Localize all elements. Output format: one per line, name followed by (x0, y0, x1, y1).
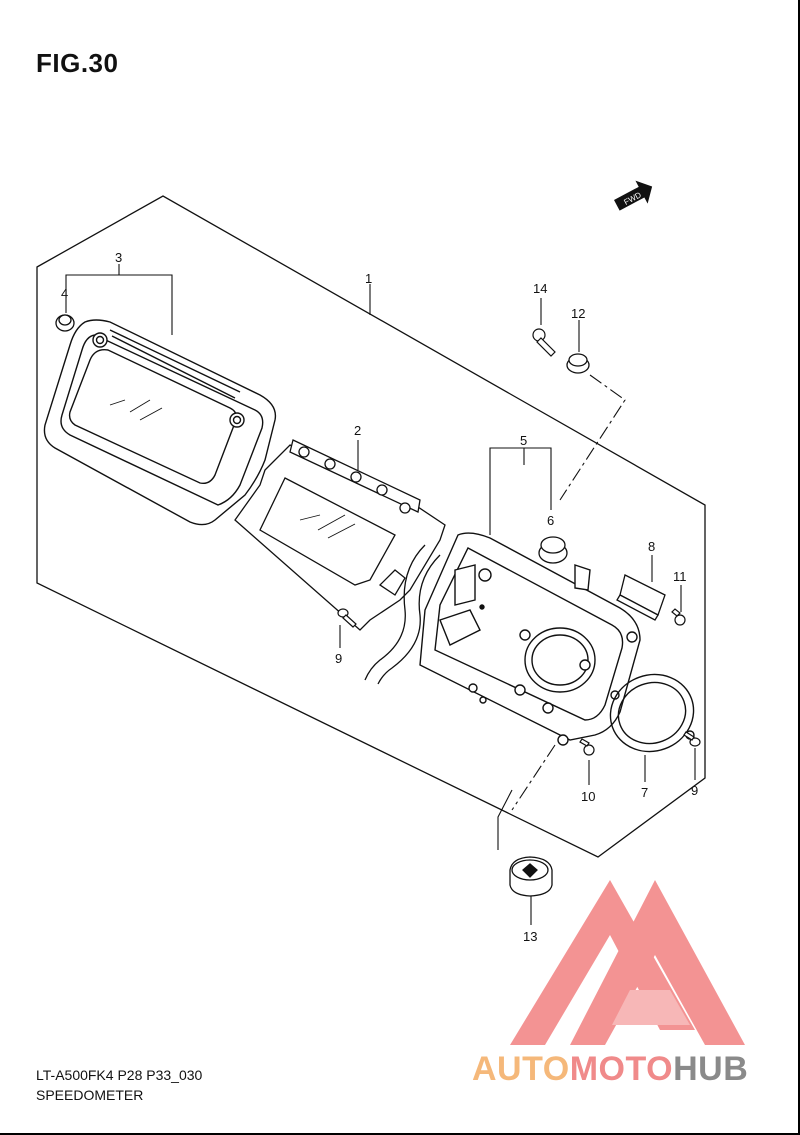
leader-lines (65, 264, 696, 925)
screw-9-right-part (683, 731, 701, 747)
callout-7: 7 (641, 785, 648, 800)
grommet-part (55, 314, 75, 332)
screw-11-part (671, 608, 686, 626)
callout-11: 11 (673, 569, 687, 584)
bulb-socket-part (509, 856, 553, 897)
indicator-panel-part (234, 439, 446, 631)
screw-10-part (579, 738, 595, 756)
plate-part (616, 574, 666, 621)
screw-14-part (532, 328, 556, 357)
meter-housing-part (419, 532, 641, 746)
callout-1: 1 (365, 271, 372, 286)
callout-4: 4 (61, 286, 68, 301)
watermark-logo-icon (510, 880, 745, 1045)
callout-6: 6 (547, 513, 554, 528)
fwd-arrow-icon: FWD (614, 180, 653, 211)
callout-3: 3 (115, 250, 122, 265)
ring-part (609, 673, 695, 753)
callout-9-left: 9 (335, 651, 342, 666)
figure-title: FIG.30 (36, 48, 119, 78)
callout-12: 12 (571, 306, 585, 321)
callout-10: 10 (581, 789, 595, 804)
watermark-moto: MOTO (569, 1050, 674, 1088)
figure-name: SPEEDOMETER (36, 1087, 144, 1103)
watermark-hub: HUB (673, 1050, 749, 1088)
callout-5: 5 (520, 433, 527, 448)
grommet-12-part (566, 353, 590, 374)
callout-8: 8 (648, 539, 655, 554)
callout-2: 2 (354, 423, 361, 438)
assembly-outline (36, 195, 706, 858)
meter-case-part (43, 319, 277, 526)
screw-9-left-part (337, 608, 357, 628)
callout-14: 14 (533, 281, 547, 296)
watermark-auto: AUTO (472, 1050, 570, 1088)
figure-code: LT-A500FK4 P28 P33_030 (36, 1067, 203, 1083)
callout-13: 13 (523, 929, 537, 944)
centerlines (511, 374, 626, 811)
grommet-6-part (538, 536, 568, 564)
callout-9-right: 9 (691, 783, 698, 798)
wire-harness (364, 544, 441, 685)
watermark-wordmark: AUTOMOTOHUB (472, 1050, 748, 1089)
